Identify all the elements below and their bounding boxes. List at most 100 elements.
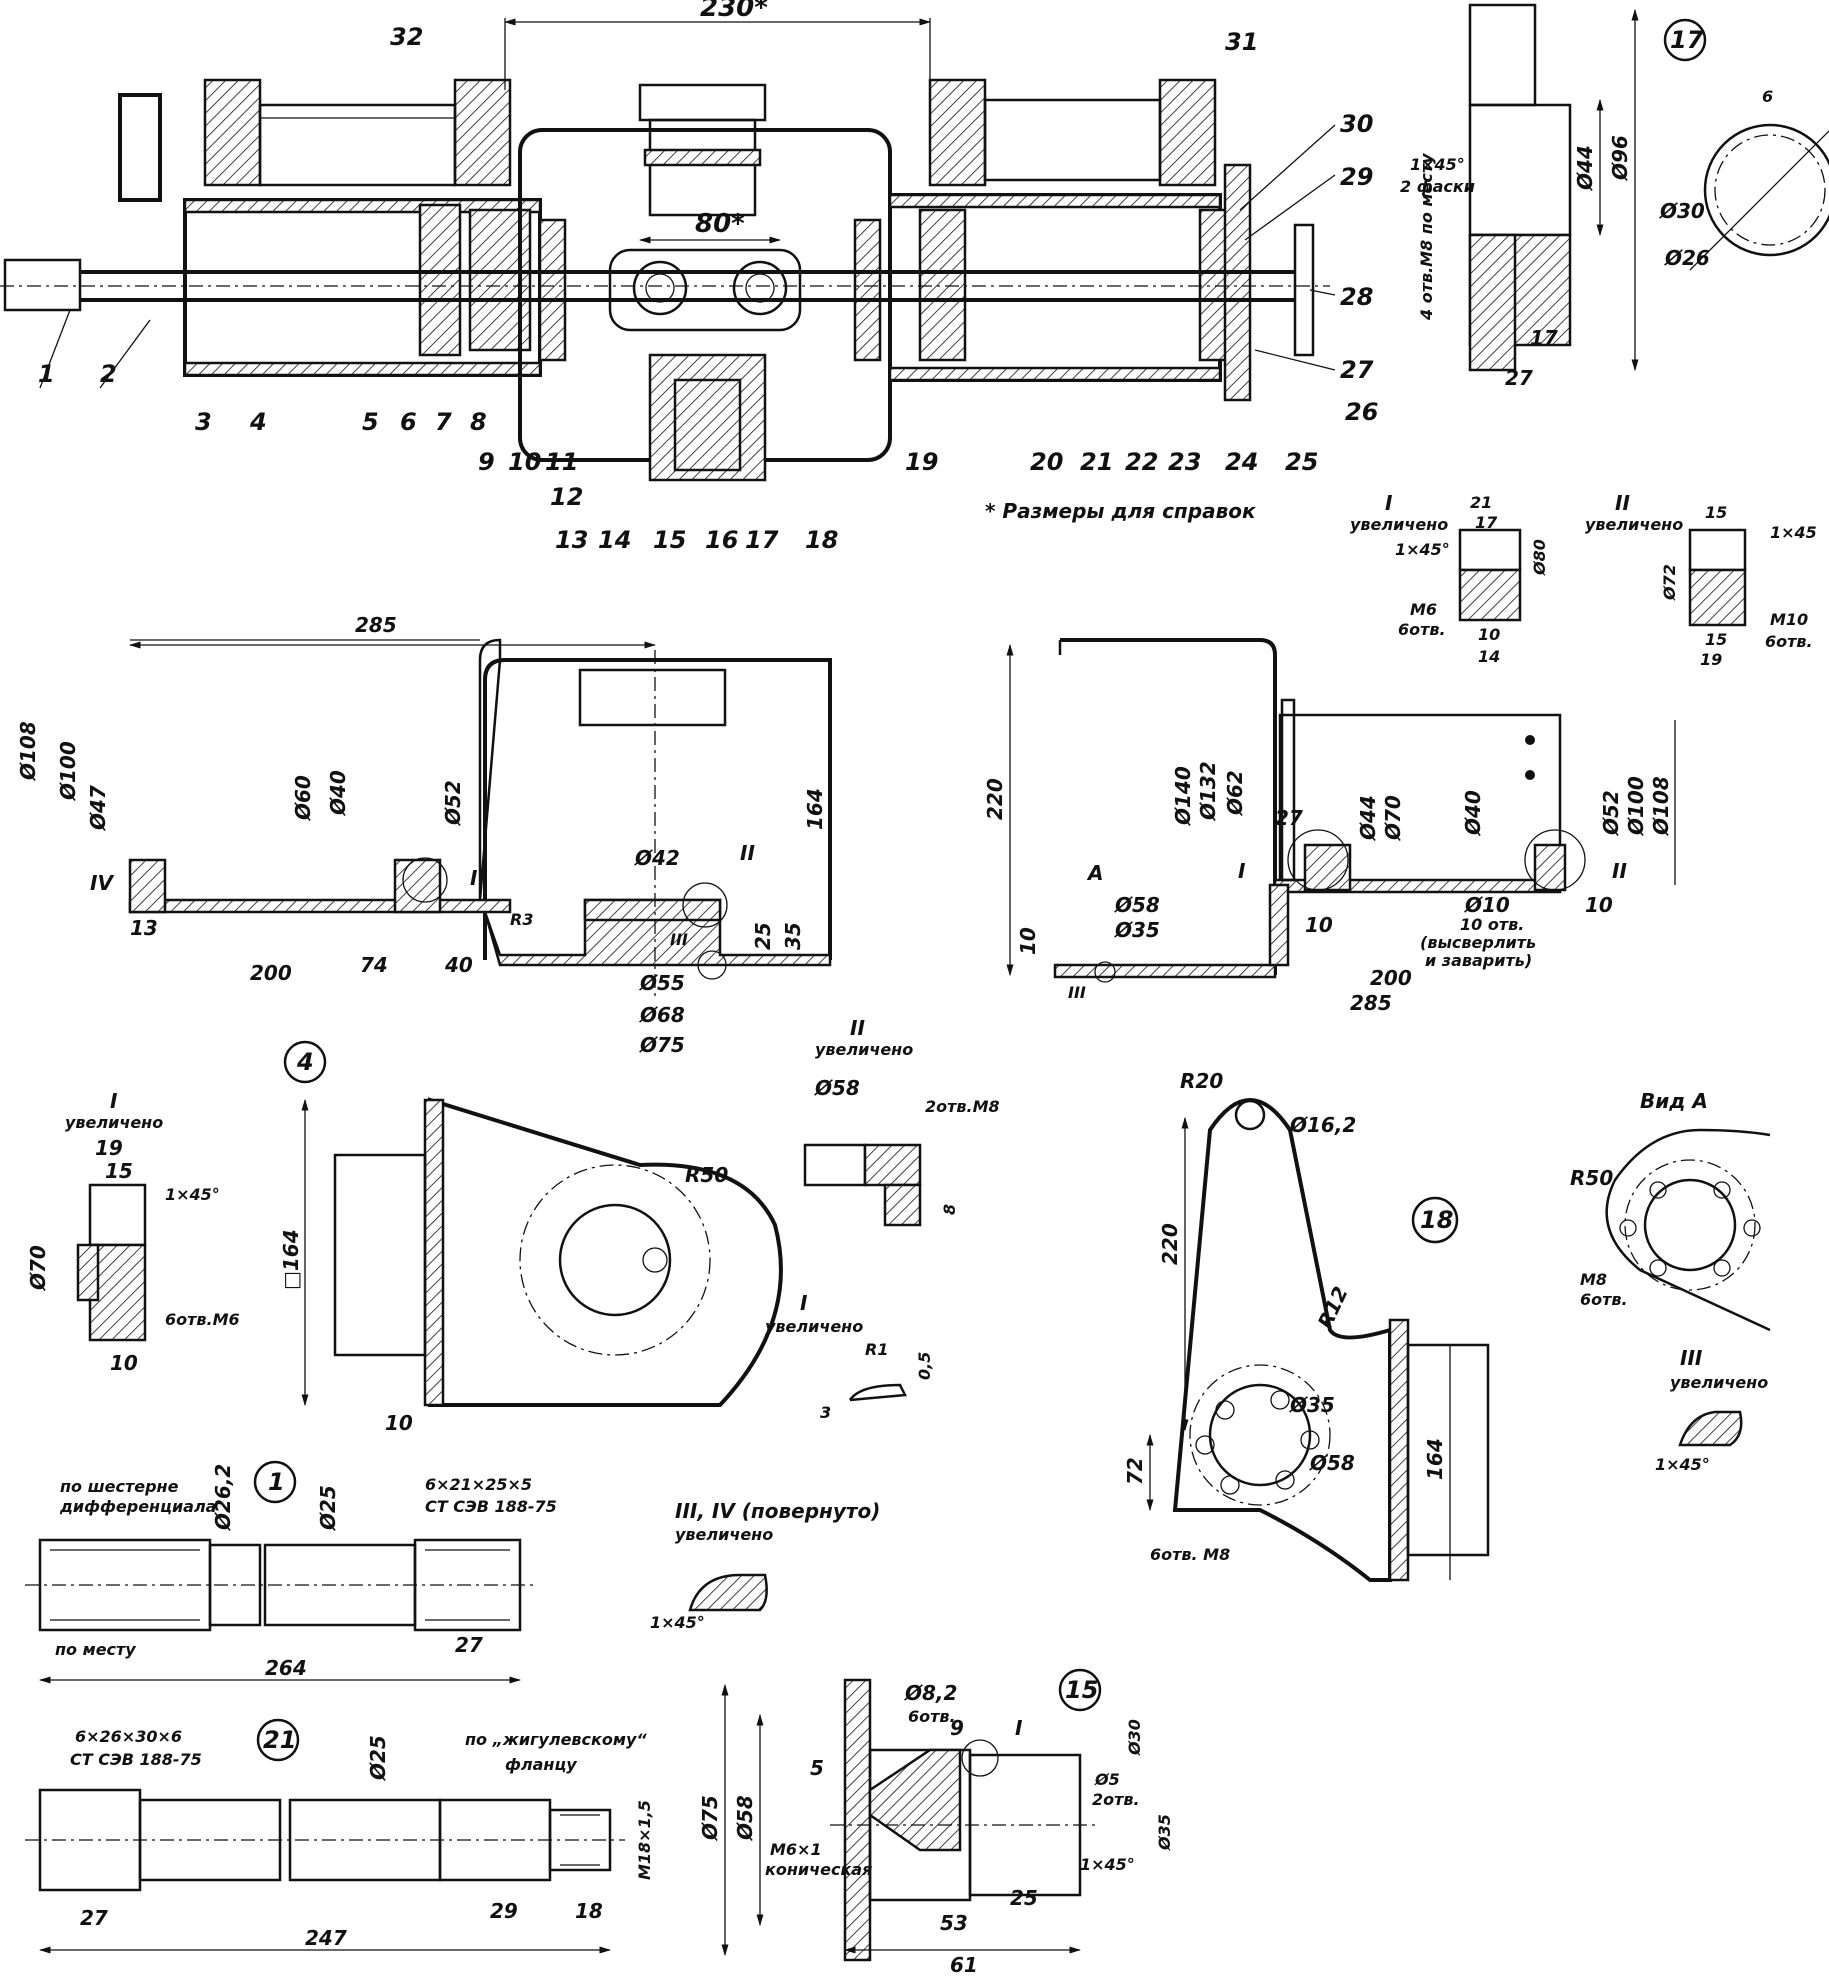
reference-note: * Размеры для справок — [985, 499, 1256, 523]
va-m8: M8 — [1580, 1270, 1607, 1289]
p21-thread: M18×1,5 — [635, 1800, 654, 1880]
callout-15: 15 — [653, 526, 686, 554]
d1-17-10: 10 — [1478, 625, 1500, 644]
callout-11: 11 — [545, 448, 578, 476]
d1-4-holes: 6отв.M6 — [165, 1310, 240, 1329]
p18-d35: Ø35 — [1289, 1393, 1335, 1417]
hr-d62: Ø62 — [1223, 770, 1247, 816]
d2-17-15: 15 — [1705, 503, 1727, 522]
hr-holes-2: (высверлить — [1420, 933, 1536, 952]
p1-d262: Ø26,2 — [211, 1464, 235, 1531]
p17-chamfer: 1×45° — [1410, 155, 1465, 174]
hl-d68: Ø68 — [639, 1003, 685, 1027]
p15-holes: 6отв. — [908, 1707, 956, 1726]
d1m-sub: увеличено — [765, 1317, 863, 1336]
p15-61: 61 — [950, 1953, 978, 1977]
p1-264: 264 — [265, 1656, 307, 1680]
housing-left-drawing: 285 Ø108 Ø100 Ø47 Ø60 Ø40 Ø52 164 Ø42 R3… — [16, 613, 832, 1057]
part-21-drawing: 6×26×30×6 СТ СЭВ 188-75 по „жигулевскому… — [25, 1718, 654, 1954]
hl-285: 285 — [355, 613, 397, 637]
p4-10: 10 — [385, 1411, 413, 1435]
p15-chamfer: 1×45° — [1080, 1855, 1135, 1874]
callout-16: 16 — [705, 526, 738, 554]
p15-conical: коническая — [765, 1860, 872, 1879]
d2m-title: II — [850, 1016, 865, 1040]
hr-220: 220 — [983, 778, 1007, 820]
p15-d5: Ø5 — [1094, 1770, 1120, 1789]
p15-m6: M6×1 — [770, 1840, 822, 1859]
d1-17-17: 17 — [1475, 513, 1498, 532]
p1-27: 27 — [455, 1633, 483, 1657]
hl-d40: Ø40 — [326, 770, 350, 816]
p17-number: 17 — [1670, 26, 1704, 54]
assembly-view: 230* 80* * Размеры для справок — [0, 0, 1330, 523]
p1-note2: дифференциала — [59, 1497, 216, 1516]
d2-17-m10: M10 — [1770, 610, 1808, 629]
callout-27: 27 — [1340, 356, 1374, 384]
p21-d25: Ø25 — [366, 1735, 390, 1781]
dim-80: 80* — [695, 209, 745, 239]
d1-17-21: 21 — [1470, 493, 1492, 512]
callout-14: 14 — [598, 526, 631, 554]
p1-std: СТ СЭВ 188-75 — [425, 1497, 557, 1516]
hr-d10: Ø10 — [1464, 893, 1510, 917]
p18-d58: Ø58 — [1309, 1451, 1355, 1475]
p18-72: 72 — [1123, 1457, 1147, 1485]
p21-spline: 6×26×30×6 — [75, 1727, 182, 1746]
d2m-holes: 2отв.М8 — [925, 1097, 1000, 1116]
detail-i-p17: I увеличено 21 17 1×45° Ø80 M6 6отв. 10 … — [1350, 491, 1549, 666]
d2-17-chamfer: 1×45 — [1770, 523, 1817, 542]
callout-23: 23 — [1168, 448, 1201, 476]
d1-4-19: 19 — [95, 1136, 123, 1160]
p4-side: □164 — [279, 1229, 303, 1290]
p17-d30: Ø30 — [1659, 199, 1705, 223]
p17-d26: Ø26 — [1664, 246, 1710, 270]
callout-13: 13 — [555, 526, 588, 554]
p18-holes: 6отв. М8 — [1150, 1545, 1230, 1564]
callout-20: 20 — [1030, 448, 1063, 476]
hl-d42: Ø42 — [634, 846, 680, 870]
d1-17-sub: увеличено — [1350, 515, 1448, 534]
callout-12: 12 — [550, 483, 583, 511]
hr-holes-1: 10 отв. — [1460, 915, 1524, 934]
p15-5: 5 — [810, 1756, 824, 1780]
hl-det-iii: III — [670, 930, 688, 949]
d2-17-title: II — [1615, 491, 1630, 515]
hl-det-i: I — [470, 866, 478, 890]
callout-32: 32 — [390, 23, 423, 51]
p1-spline: 6×21×25×5 — [425, 1475, 532, 1494]
p21-29: 29 — [490, 1899, 518, 1923]
callout-8: 8 — [470, 408, 487, 436]
p1-d25: Ø25 — [316, 1485, 340, 1531]
hr-d58: Ø58 — [1114, 893, 1160, 917]
hr-d108: Ø108 — [1649, 776, 1673, 836]
hr-d40: Ø40 — [1461, 790, 1485, 836]
p18-r12: R12 — [1313, 1283, 1353, 1332]
p4-number: 4 — [296, 1048, 314, 1076]
hl-det-ii: II — [740, 841, 755, 865]
hr-d52: Ø52 — [1599, 790, 1623, 836]
p18-r20: R20 — [1180, 1069, 1223, 1093]
callout-31: 31 — [1225, 28, 1258, 56]
p21-note1: по „жигулевскому“ — [465, 1730, 647, 1749]
d1-4-sub: увеличено — [65, 1113, 163, 1132]
hl-d108: Ø108 — [16, 721, 40, 781]
hl-74: 74 — [360, 953, 388, 977]
d2-17-holes: 6отв. — [1765, 632, 1813, 651]
p17-chamfers: 2 фаски — [1400, 177, 1475, 196]
callout-labels: 1 2 3 4 5 6 7 8 9 10 11 12 13 14 15 16 1… — [38, 23, 1378, 554]
d1-17-14: 14 — [1478, 647, 1500, 666]
callout-2: 2 — [100, 360, 117, 388]
hr-d132: Ø132 — [1196, 761, 1220, 821]
p21-std: СТ СЭВ 188-75 — [70, 1750, 202, 1769]
part-4-drawing: □164 R50 10 4 — [279, 1040, 783, 1435]
hl-det-iv: IV — [90, 871, 114, 895]
callout-3: 3 — [195, 408, 212, 436]
d1m-3: 3 — [820, 1403, 831, 1422]
hl-200: 200 — [250, 961, 292, 985]
d34-sub: увеличено — [675, 1525, 773, 1544]
part-17-drawing: Ø44 Ø96 Ø30 Ø26 6 1×45° 2 фаски 17 27 4 … — [1400, 3, 1829, 390]
hl-d47: Ø47 — [86, 785, 110, 831]
callout-25: 25 — [1285, 448, 1318, 476]
